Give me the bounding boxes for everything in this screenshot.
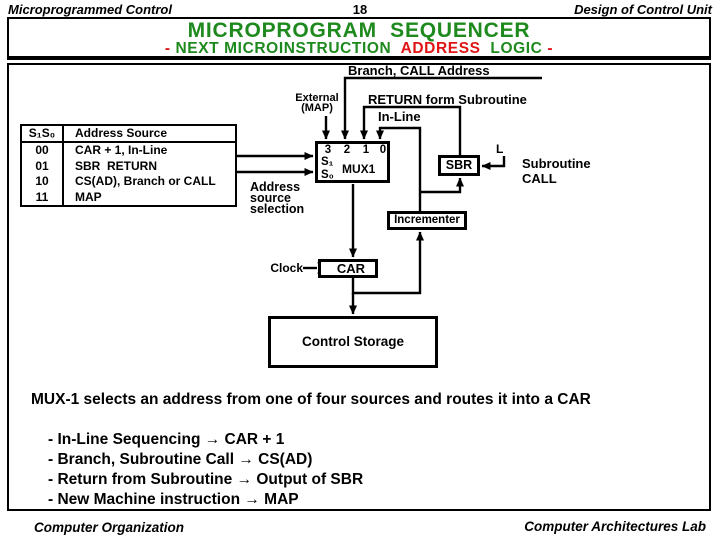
row-code: 00 xyxy=(22,143,64,159)
mux-input-1: 1 xyxy=(362,144,370,156)
label-subroutine-call: Subroutine CALL xyxy=(522,156,591,186)
title-box: MICROPROGRAM SEQUENCER - NEXT MICROINSTR… xyxy=(7,17,711,60)
row-code: 01 xyxy=(22,158,64,174)
label-l-input: L xyxy=(496,142,504,156)
car-box: CAR xyxy=(318,259,378,278)
slide-title: MICROPROGRAM SEQUENCER xyxy=(187,19,531,42)
table-row: 10 CS(AD), Branch or CALL xyxy=(22,174,235,190)
row-label: MAP xyxy=(75,189,102,204)
footer-right: Computer Architectures Lab xyxy=(524,519,706,534)
label-selection: selection xyxy=(250,202,305,216)
slide-subtitle: - NEXT MICROINSTRUCTION ADDRESS LOGIC - xyxy=(9,41,709,57)
table-row: 01 SBR RETURN xyxy=(22,158,235,174)
subtitle-green-1: NEXT MICROINSTRUCTION xyxy=(175,40,401,57)
table-row: 00 CAR + 1, In-Line xyxy=(22,143,235,159)
table-header-label: Address Source xyxy=(75,126,168,140)
table-row: 11 MAP xyxy=(22,189,235,205)
bullet-return: - Return from Subroutine → Output of SBR xyxy=(48,471,364,488)
mux-input-3: 3 xyxy=(324,144,332,156)
header-page-number: 18 xyxy=(352,2,368,17)
row-code: 10 xyxy=(22,174,64,190)
label-external: External xyxy=(295,92,339,104)
mux-select-s0: S₀ xyxy=(321,169,334,181)
label-external-map: External (MAP) xyxy=(288,92,346,114)
label-clock: Clock xyxy=(270,261,303,275)
bullet-in-line: - In-Line Sequencing → CAR + 1 xyxy=(48,431,285,448)
mux-name: MUX1 xyxy=(342,162,376,176)
bullet-branch: - Branch, Subroutine Call → CS(AD) xyxy=(48,451,313,468)
header-right: Design of Control Unit xyxy=(574,2,712,17)
row-label: CS(AD), Branch or CALL xyxy=(75,174,216,188)
label-call: CALL xyxy=(522,171,557,186)
summary-text: MUX-1 selects an address from one of fou… xyxy=(31,391,591,408)
mux-select-s1: S₁ xyxy=(321,156,334,168)
subtitle-green-2: LOGIC xyxy=(480,40,548,57)
label-map: (MAP) xyxy=(301,102,333,114)
subtitle-dash-right: - xyxy=(547,40,554,57)
label-branch-call-address: Branch, CALL Address xyxy=(348,63,490,78)
table-header-row: S₁S₀ Address Source xyxy=(22,126,235,143)
label-in-line: In-Line xyxy=(378,109,421,124)
label-source: source xyxy=(250,191,291,205)
mux-input-2: 2 xyxy=(343,144,351,156)
footer-left: Computer Organization xyxy=(34,520,185,535)
mux-input-0: 0 xyxy=(379,144,387,156)
row-code: 11 xyxy=(22,189,64,205)
address-source-table: S₁S₀ Address Source 00 CAR + 1, In-Line … xyxy=(20,124,237,207)
table-header-code: S₁S₀ xyxy=(22,126,64,141)
incrementer-box: Incrementer xyxy=(387,211,467,230)
subtitle-red-word: ADDRESS xyxy=(400,40,481,57)
header-left: Microprogrammed Control xyxy=(8,2,172,17)
bullet-new-instr: - New Machine instruction → MAP xyxy=(48,491,299,508)
label-subroutine: Subroutine xyxy=(522,156,591,171)
subtitle-dash-left: - xyxy=(164,40,176,57)
sbr-box: SBR xyxy=(438,155,480,176)
mux1-box: 3 2 1 0 S₁ S₀ MUX1 xyxy=(315,141,390,183)
row-label: CAR + 1, In-Line xyxy=(75,143,168,157)
control-storage-box: Control Storage xyxy=(268,316,438,368)
label-return-subroutine: RETURN form Subroutine xyxy=(368,92,527,107)
label-address: Address xyxy=(250,180,301,194)
label-address-source-selection: Address source selection xyxy=(250,180,305,216)
row-label: SBR RETURN xyxy=(75,158,158,173)
